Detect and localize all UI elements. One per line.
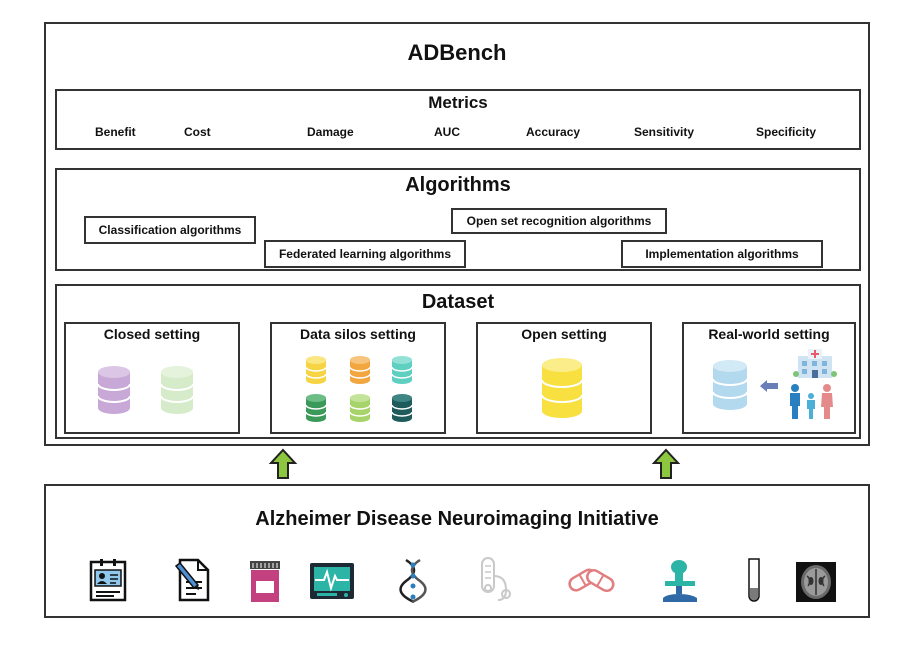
people-icon (790, 384, 833, 419)
adbench-panel: ADBench Metrics Benefit Cost Damage AUC … (44, 22, 870, 446)
metric-benefit: Benefit (95, 125, 136, 139)
implementation-algorithms-box: Implementation algorithms (621, 240, 823, 268)
dataset-heading: Dataset (421, 291, 495, 313)
id-card-icon (89, 559, 127, 602)
database-icon-open (541, 358, 583, 418)
open-setting-label: Open setting (521, 326, 607, 342)
test-tube-icon (748, 558, 760, 602)
open-set-recognition-algorithms-box: Open set recognition algorithms (451, 208, 667, 234)
database-icon-closed-2 (160, 366, 194, 414)
adni-title: Alzheimer Disease Neuroimaging Initiativ… (255, 508, 659, 530)
heart-monitor-icon (310, 563, 354, 599)
hospital-icon (793, 349, 837, 378)
pill-bottle-icon (250, 561, 280, 602)
metric-auc: AUC (434, 125, 460, 139)
microscope-icon (663, 560, 697, 602)
database-icon-silo-3 (391, 356, 413, 384)
stethoscope-icon (481, 557, 511, 601)
open-setting-box: Open setting (476, 322, 652, 434)
adbench-title: ADBench (407, 40, 507, 65)
database-icon-silo-4 (305, 394, 327, 422)
adni-panel: Alzheimer Disease Neuroimaging Initiativ… (44, 484, 870, 618)
arrow-up-icon-right (651, 448, 681, 479)
federated-learning-algorithms-box: Federated learning algorithms (264, 240, 466, 268)
real-world-setting-box: Real-world setting (682, 322, 856, 434)
metric-damage: Damage (307, 125, 354, 139)
database-icon-silo-1 (305, 356, 327, 384)
real-world-setting-label: Real-world setting (708, 326, 830, 342)
database-icon-closed-1 (97, 366, 131, 414)
arrow-up-icon-left (268, 448, 298, 479)
database-icon-real-world (712, 360, 748, 410)
dna-icon (399, 558, 427, 604)
metric-sensitivity: Sensitivity (634, 125, 695, 139)
algorithms-heading: Algorithms (405, 174, 511, 196)
document-edit-icon (174, 558, 210, 602)
classification-algorithms-box: Classification algorithms (84, 216, 256, 244)
metric-accuracy: Accuracy (526, 125, 581, 139)
algorithms-panel: Algorithms Classification algorithms Ope… (55, 168, 861, 271)
closed-setting-box: Closed setting (64, 322, 240, 434)
metrics-panel: Metrics Benefit Cost Damage AUC Accuracy… (55, 89, 861, 150)
dataset-panel: Dataset Closed setting Data silos settin… (55, 284, 861, 439)
arrow-left-icon (760, 380, 778, 392)
database-icon-silo-6 (391, 394, 413, 422)
metrics-heading: Metrics (428, 93, 488, 112)
data-silos-setting-label: Data silos setting (300, 326, 416, 342)
metric-specificity: Specificity (756, 125, 817, 139)
data-silos-setting-box: Data silos setting (270, 322, 446, 434)
database-icon-silo-2 (349, 356, 371, 384)
metric-cost: Cost (184, 125, 211, 139)
capsules-icon (568, 568, 615, 593)
database-icon-silo-5 (349, 394, 371, 422)
brain-scan-icon (796, 562, 836, 602)
closed-setting-label: Closed setting (103, 326, 201, 342)
